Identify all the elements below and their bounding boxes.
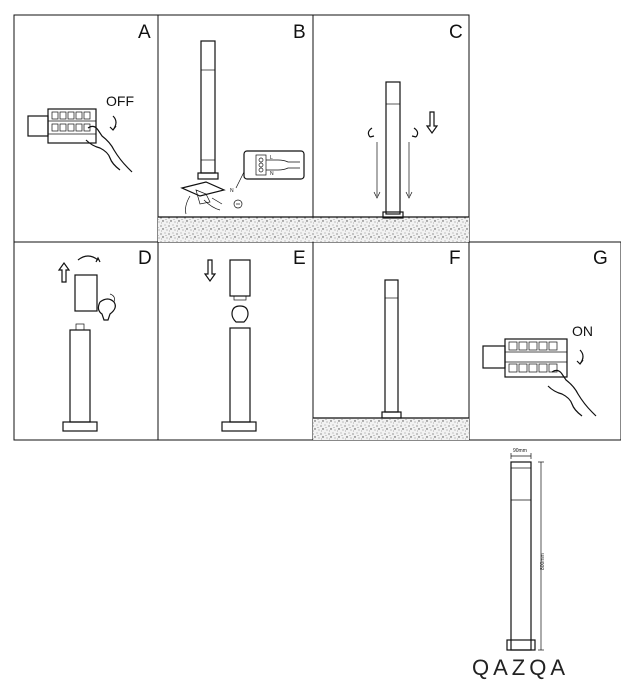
ground [158,217,313,242]
post-icon [221,327,257,432]
step-letter-e: E [293,248,306,269]
rotate-small-icon [109,293,115,303]
rotate-left-icon [367,127,375,138]
step-letter-d: D [138,248,152,269]
breaker-box-icon [482,338,568,378]
down-arrow-icon [203,259,217,283]
lamp-head-icon [229,259,251,297]
screw-icon [373,142,413,199]
rotate-arrow-icon [576,349,584,365]
brand-logo: QAZQA [472,655,569,680]
rotate-icon [77,255,101,263]
post-icon [381,279,402,419]
step-letter-g: G [593,248,608,269]
on-label: ON [572,323,593,339]
post-icon [62,323,98,432]
panel-b: B N L N [158,22,313,242]
terminal-block-icon [180,181,243,215]
rotate-arrow-icon [109,115,117,131]
width-dimension: 90mm [513,448,527,454]
bulb-icon [97,298,116,321]
wire-label-n: N [230,188,234,194]
breaker-box-icon [27,108,97,144]
step-letter-a: A [138,22,151,43]
off-label: OFF [106,93,134,109]
rotate-right-icon [411,127,419,138]
height-dimension: 800mm [540,553,546,570]
ground [313,217,469,242]
ground [313,418,469,440]
post-icon [197,40,219,180]
panel-c: C [313,22,469,242]
hand-icon [85,125,133,173]
step-letter-c: C [449,22,463,43]
wire-label-l: L [270,155,273,161]
wire-label-n-detail: N [270,171,274,177]
down-arrow-icon [425,111,439,135]
wiring-detail-icon [235,150,305,189]
panel-e: E [203,248,306,432]
dimension-drawing: 90mm 800mm [506,448,546,651]
panel-d: D [57,248,152,432]
panel-f: F [313,248,469,440]
panel-g: G ON [482,248,608,417]
post-icon [382,81,404,219]
up-arrow-icon [57,261,71,283]
step-letter-f: F [449,248,461,269]
hand-icon [547,369,597,417]
panel-a: A OFF [27,22,151,173]
lamp-head-icon [74,274,98,312]
step-letter-b: B [293,22,306,43]
bulb-icon [231,305,249,323]
